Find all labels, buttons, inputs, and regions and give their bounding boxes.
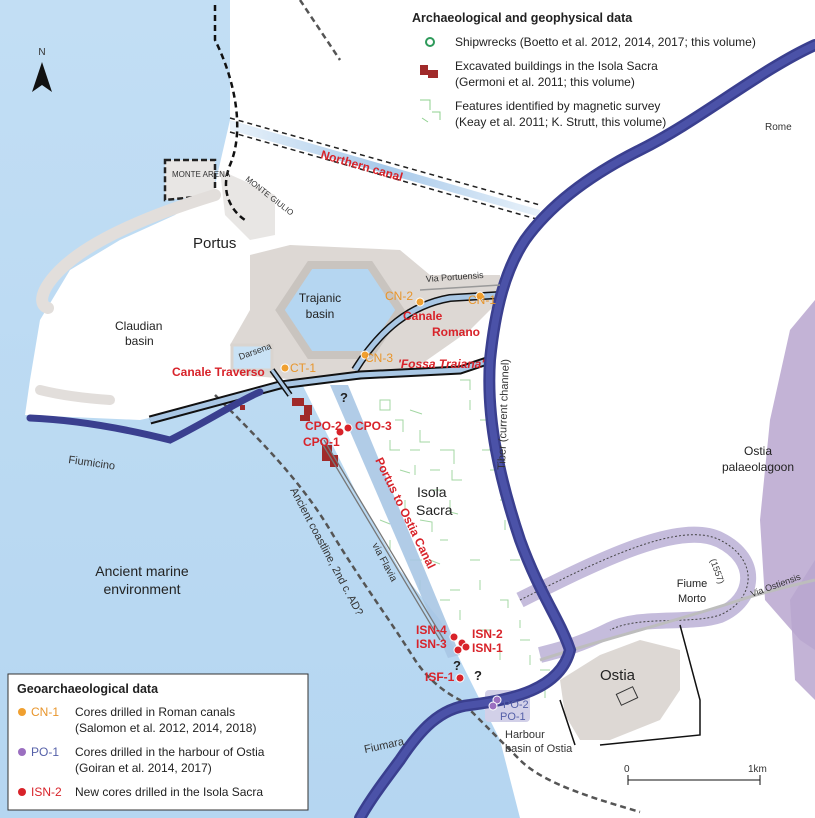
core-marker-orange: [18, 708, 26, 716]
fossa-traiana-label: 'Fossa Traiana': [398, 357, 485, 371]
ostia-ruins: [560, 640, 680, 740]
core-label-cn3: CN-3: [365, 351, 393, 365]
darsena: [230, 343, 274, 372]
rome-label: Rome: [765, 122, 792, 133]
ostia-palaeolagoon-label-1: Ostia: [744, 444, 772, 458]
legend-bottom-3a: New cores drilled in the Isola Sacra: [75, 785, 263, 799]
legend-box: [7, 673, 309, 811]
monte-arena-label: MONTE ARENA: [172, 170, 231, 179]
question-mark: ?: [453, 658, 461, 673]
core-label-ct1: CT-1: [290, 361, 316, 375]
core-label-cn1: CN-1: [468, 293, 496, 307]
scale-end: 1km: [748, 764, 767, 775]
core-label-isn3: ISN-3: [416, 637, 447, 651]
legend-top-item-3b: (Keay et al. 2011; K. Strutt, this volum…: [455, 115, 666, 129]
harbour-basin-label-2: basin of Ostia: [505, 743, 573, 755]
shipwreck-icon: [425, 37, 435, 47]
core-label-isf1: ISF-1: [425, 670, 455, 684]
northern-canal: [230, 120, 540, 217]
legend-bottom-2b: (Goiran et al. 2014, 2017): [75, 761, 212, 775]
northern-canal-label: Northern canal: [319, 147, 404, 184]
canale-romano-label-1: Canale: [403, 309, 443, 323]
legend-code-po1: PO-1: [31, 745, 59, 759]
legend-bottom-2a: Cores drilled in the harbour of Ostia: [75, 745, 265, 759]
ostia-walls: [559, 624, 701, 746]
fiume-morto-label-2: Morto: [678, 593, 706, 605]
ostia-palaeolagoon: [760, 300, 815, 650]
ostia-palaeolagoon-lower: [790, 560, 815, 700]
core-label-cpo1: CPO-1: [303, 435, 340, 449]
fiume-morto-label-1: Fiume: [677, 578, 708, 590]
legend-archaeological: Archaeological and geophysical data Ship…: [412, 11, 756, 129]
legend-geoarchaeological: Geoarchaeological data CN-1 Cores drille…: [7, 673, 309, 811]
north-label: N: [38, 47, 45, 58]
claudian-basin-label-2: basin: [125, 334, 154, 348]
north-arrow-icon: [32, 62, 52, 92]
canale-romano-label-2: Romano: [432, 325, 480, 339]
isola-sacra-label-2: Sacra: [416, 502, 453, 518]
question-mark: ?: [474, 668, 482, 683]
core-label-cpo3: CPO-3: [355, 419, 392, 433]
ostia-label: Ostia: [600, 667, 636, 684]
core-marker-purple: [18, 748, 26, 756]
via-ostiensis: [539, 578, 815, 662]
ancient-marine-label-1: Ancient marine: [95, 563, 189, 579]
core-label-isn4: ISN-4: [416, 623, 447, 637]
harbour-basin-label-1: Harbour: [505, 729, 545, 741]
legend-code-cn1: CN-1: [31, 705, 59, 719]
core-label-isn2: ISN-2: [472, 627, 503, 641]
claudian-basin-label-1: Claudian: [115, 319, 162, 333]
scale-start: 0: [624, 764, 630, 775]
fiumicino-channel: [26, 388, 264, 444]
core-label-po1: PO-1: [500, 711, 526, 723]
year-1557-label: (1557): [708, 557, 726, 585]
core-label-cn2: CN-2: [385, 289, 413, 303]
core-points: [280, 291, 502, 711]
trajanic-basin-label-2: basin: [306, 307, 335, 321]
portus-ostia-canal: [330, 385, 460, 658]
legend-bottom-1a: Cores drilled in Roman canals: [75, 705, 235, 719]
legend-code-isn2: ISN-2: [31, 785, 62, 799]
claudian-mole: [36, 189, 221, 314]
legend-bottom-heading: Geoarchaeological data: [17, 682, 159, 696]
isola-sacra-label-1: Isola: [417, 484, 447, 500]
legend-top-heading: Archaeological and geophysical data: [412, 11, 633, 25]
core-label-cpo2: CPO-2: [305, 419, 342, 433]
trajanic-basin: [275, 261, 405, 359]
magnetic-survey-features: [379, 379, 550, 698]
scale-bar: [627, 775, 761, 785]
portus-label: Portus: [193, 235, 236, 252]
marine-environment: [0, 0, 520, 818]
question-mark: ?: [340, 390, 348, 405]
legend-top-item-2b: (Germoni et al. 2011; this volume): [455, 75, 635, 89]
via-portuensis: [419, 284, 501, 291]
legend-top-item-1: Shipwrecks (Boetto et al. 2012, 2014, 20…: [455, 35, 756, 49]
tiber-label: Tiber (current channel): [496, 359, 512, 470]
legend-top-item-2a: Excavated buildings in the Isola Sacra: [455, 59, 658, 73]
core-label-isn1: ISN-1: [472, 641, 503, 655]
monte-giulio: [220, 170, 275, 240]
legend-top-item-3a: Features identified by magnetic survey: [455, 99, 660, 113]
canale-traverso-label: Canale Traverso: [172, 365, 265, 379]
fiume-morto: [516, 526, 757, 663]
core-marker-red: [18, 788, 26, 796]
ostia-palaeolagoon-label-2: palaeolagoon: [722, 460, 794, 474]
legend-bottom-1b: (Salomon et al. 2012, 2014, 2018): [75, 721, 256, 735]
ancient-coastline: [214, 394, 641, 814]
via-portuensis-label: Via Portuensis: [425, 270, 484, 284]
building-icon: [420, 65, 438, 78]
trajanic-basin-label-1: Trajanic: [299, 291, 341, 305]
excavated-buildings: [240, 398, 338, 467]
ancient-marine-label-2: environment: [103, 581, 180, 597]
core-label-po2: PO-2: [503, 699, 529, 711]
magnetic-feature-icon: [420, 99, 441, 123]
via-flavia: [319, 439, 441, 641]
